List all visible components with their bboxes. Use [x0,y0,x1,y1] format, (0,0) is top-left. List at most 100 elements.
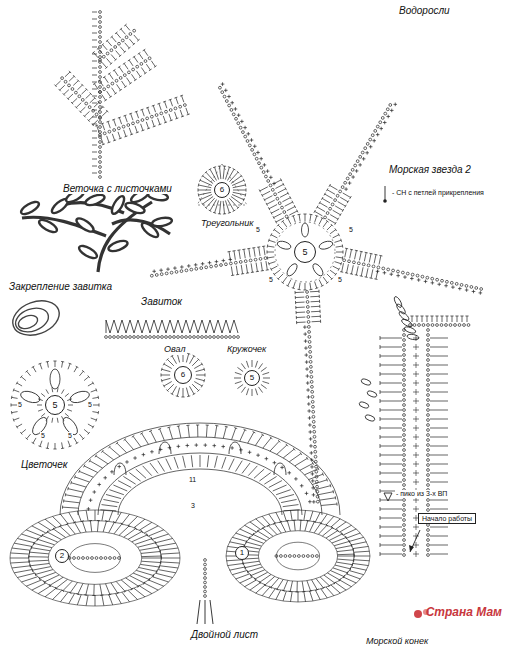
petal-outline [276,240,291,251]
stitch-mark [92,26,97,27]
stitch-mark [97,520,100,521]
stitch-mark [298,510,299,520]
stitch-mark [310,283,311,290]
stitch-mark [311,306,320,307]
chain-stitch [146,117,149,120]
stitch-mark [77,80,79,82]
chain-stitch [467,324,470,327]
stitch-mark [395,103,396,107]
stitch-mark [244,566,246,569]
stitch-mark [257,151,258,155]
stitch-mark [353,559,354,562]
stitch-mark [121,580,132,589]
stitch-mark [294,205,295,208]
stitch-mark [33,367,36,372]
stitch-mark [99,80,103,86]
stitch-mark [62,442,63,448]
stitch-mark [79,371,83,376]
chain-stitch [381,117,384,120]
stitch-mark [122,514,130,524]
stitch-mark [413,401,419,402]
stitch-mark [355,251,357,260]
stitch-mark [380,410,402,411]
chain-stitch [309,350,312,353]
stitch-mark [233,168,236,170]
chain-stitch [78,95,81,98]
stitch-mark [264,196,272,200]
stitch-mark [125,440,134,450]
stitch-mark [380,419,402,420]
stitch-mark [320,577,329,586]
stitch-mark [299,214,300,221]
stitch-mark [174,266,175,270]
stitch-mark [158,570,176,573]
stitch-mark [97,47,99,49]
stitch-mark [178,445,179,449]
stitch-mark [138,585,140,588]
stitch-mark [158,118,160,125]
chain-stitch [329,207,332,210]
stitch-mark [309,409,310,413]
stitch-mark [293,281,295,288]
stitch-mark [281,499,296,502]
chain-stitch [170,271,173,274]
chain-stitch [377,266,380,269]
stitch-mark [92,12,97,13]
stitch-mark [233,192,246,195]
stitch-mark [274,182,275,186]
stitch-mark [17,383,22,386]
stitch-mark [374,278,377,280]
stitch-mark [252,247,255,248]
chain-stitch [125,336,128,339]
stitch-mark [186,425,189,426]
stitch-mark [314,210,316,213]
stitch-mark [319,280,322,286]
chain-stitch [221,91,224,94]
stitch-mark [430,482,448,483]
stitch-mark [347,574,361,579]
stitch-mark [347,264,349,273]
chain-stitch [427,529,430,532]
stitch-mark [447,316,448,322]
stitch-mark [192,384,198,390]
chain-stitch [123,74,126,77]
stitch-mark [225,200,229,212]
petal-outline [302,223,309,237]
stitch-mark [316,589,319,591]
leaf-row [29,521,162,596]
stitch-mark [330,270,336,274]
petal-outline [285,262,299,277]
stitch-mark [92,19,97,20]
stitch-mark [120,28,122,30]
chain-stitch [475,287,478,290]
stitch-mark [161,554,162,557]
stitch-mark [300,452,302,455]
stitch-mark [336,583,347,591]
stitch-mark [92,117,97,118]
stitch-mark [114,93,117,95]
stitch-mark [244,249,245,258]
stitch-mark [201,363,203,366]
stitch-mark [92,47,97,48]
chain-stitch [177,336,180,339]
chain-stitch [403,539,406,542]
chain-stitch [175,270,178,273]
stitch-mark [137,39,139,41]
stitch-mark [21,377,26,381]
stitch-mark [115,512,121,522]
chain-stitch [107,85,110,88]
stitch-mark [129,83,132,85]
chain-stitch [312,405,315,408]
chain-stitch [99,134,102,137]
stitch-mark [340,271,343,273]
stitch-mark [413,419,419,420]
chain-stitch [230,109,233,112]
stitch-mark [309,214,312,216]
stitch-mark [32,526,46,533]
stitch-mark [296,321,297,324]
motif-title: Веточка с листочками [62,183,173,194]
chain-stitch [99,36,102,39]
stitch-mark [391,109,392,113]
